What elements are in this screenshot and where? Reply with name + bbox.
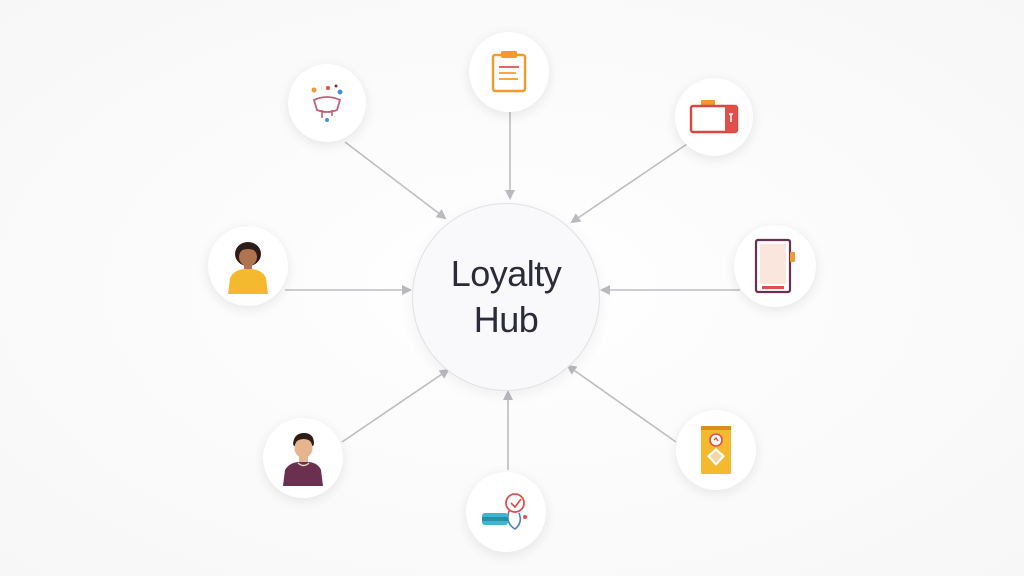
node-gift-tag[interactable] <box>466 472 546 552</box>
node-wallet[interactable] <box>675 78 753 156</box>
tablet-icon <box>754 238 795 294</box>
coupon-icon <box>701 426 731 474</box>
connector-top-right <box>570 141 691 224</box>
man-avatar-icon <box>283 433 323 486</box>
wallet-card-icon <box>689 100 739 134</box>
connector-top-left <box>344 141 447 220</box>
hub-title-line1: Loyalty <box>450 253 562 294</box>
connector-bottom-right <box>566 364 677 443</box>
node-man[interactable] <box>263 418 343 498</box>
node-woman[interactable] <box>208 226 288 306</box>
clipboard-icon <box>491 51 527 93</box>
node-celebration[interactable] <box>288 64 366 142</box>
loyalty-hub-node[interactable]: Loyalty Hub <box>412 203 600 391</box>
woman-avatar-icon <box>228 242 268 294</box>
connector-bottom-left <box>341 368 450 443</box>
party-celebration-icon <box>311 84 343 122</box>
hub-title-line2: Hub <box>473 299 539 340</box>
node-coupon[interactable] <box>676 410 756 490</box>
node-tablet[interactable] <box>734 225 816 307</box>
node-clipboard[interactable] <box>469 32 549 112</box>
gift-tag-icon <box>482 493 527 530</box>
